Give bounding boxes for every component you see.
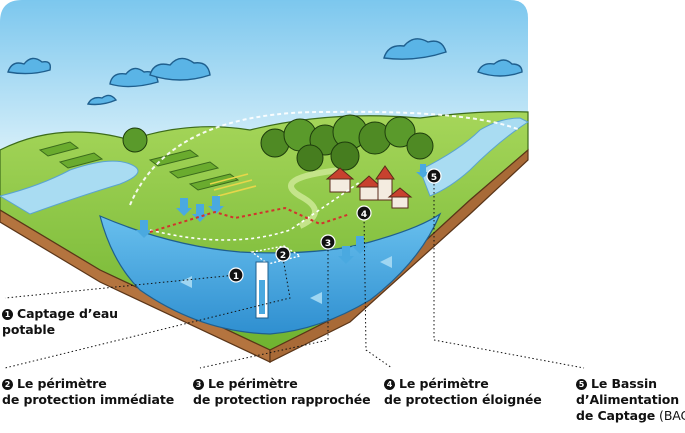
zone-eloignee-outline — [149, 181, 361, 241]
marker-3-text: 3 — [325, 239, 331, 249]
valley-stream — [419, 117, 530, 197]
label-bac-number: 5 — [576, 379, 587, 390]
marker-1-text: 1 — [233, 272, 239, 282]
marker-4-text: 4 — [361, 210, 367, 220]
label-captage-number: 1 — [2, 309, 13, 320]
label-perimetre-immediate: 2 Le périmètre de protection immédiate — [2, 376, 174, 408]
label-bac-line-3: de Captage (BAC) — [576, 408, 685, 424]
label-immediate-text-2: de protection immédiate — [2, 392, 175, 407]
forest — [122, 114, 434, 172]
label-bac-text-2: d’Alimentation — [576, 392, 680, 407]
well — [255, 261, 269, 319]
label-captage-line-1: 1 Captage d’eau — [2, 306, 118, 322]
label-eloignee-text-2: de protection éloignée — [384, 392, 542, 407]
label-captage-text-1: Captage d’eau — [17, 306, 118, 321]
label-eloignee-text-1: Le périmètre — [399, 376, 489, 391]
label-bac-text-3: de Captage — [576, 408, 656, 423]
marker-2-text: 2 — [280, 251, 286, 261]
marker-5-text: 5 — [431, 173, 437, 183]
zone-rapprochee-outline — [149, 206, 351, 233]
path — [288, 167, 341, 229]
sky — [0, 0, 528, 150]
aquifer-flow-arrows — [180, 256, 392, 304]
marker-2: 2 — [275, 246, 291, 262]
zone-immediate-outline — [250, 245, 302, 265]
label-captage-text-2: potable — [2, 322, 55, 337]
aquifer — [99, 212, 442, 335]
label-immediate-number: 2 — [2, 379, 13, 390]
label-bac-text-1: Le Bassin — [591, 376, 657, 391]
label-captage: 1 Captage d’eau potable — [2, 306, 118, 338]
river — [0, 160, 139, 215]
label-bassin-alimentation: 5 Le Bassin d’Alimentation de Captage (BA… — [576, 376, 685, 424]
wheat-field — [209, 173, 257, 197]
village — [325, 165, 413, 209]
zone-bac-outline — [129, 110, 521, 206]
label-perimetre-eloignee: 4 Le périmètre de protection éloignée — [384, 376, 542, 408]
marker-5: 5 — [426, 168, 442, 184]
marker-4: 4 — [356, 205, 372, 221]
label-eloignee-line-1: 4 Le périmètre — [384, 376, 542, 392]
leader-lines — [4, 176, 585, 369]
label-immediate-text-1: Le périmètre — [17, 376, 107, 391]
label-bac-line-1: 5 Le Bassin — [576, 376, 685, 392]
label-rapprochee-text-2: de protection rapprochée — [193, 392, 371, 407]
clouds — [7, 38, 523, 106]
label-immediate-line-1: 2 Le périmètre — [2, 376, 174, 392]
label-bac-suffix: (BAC) — [659, 408, 685, 423]
marker-1: 1 — [228, 267, 244, 283]
label-rapprochee-line-1: 3 Le périmètre — [193, 376, 371, 392]
label-eloignee-number: 4 — [384, 379, 395, 390]
label-perimetre-rapprochee: 3 Le périmètre de protection rapprochée — [193, 376, 371, 408]
marker-3: 3 — [320, 234, 336, 250]
label-rapprochee-text-1: Le périmètre — [208, 376, 298, 391]
label-rapprochee-number: 3 — [193, 379, 204, 390]
infiltration-arrows — [136, 164, 430, 264]
